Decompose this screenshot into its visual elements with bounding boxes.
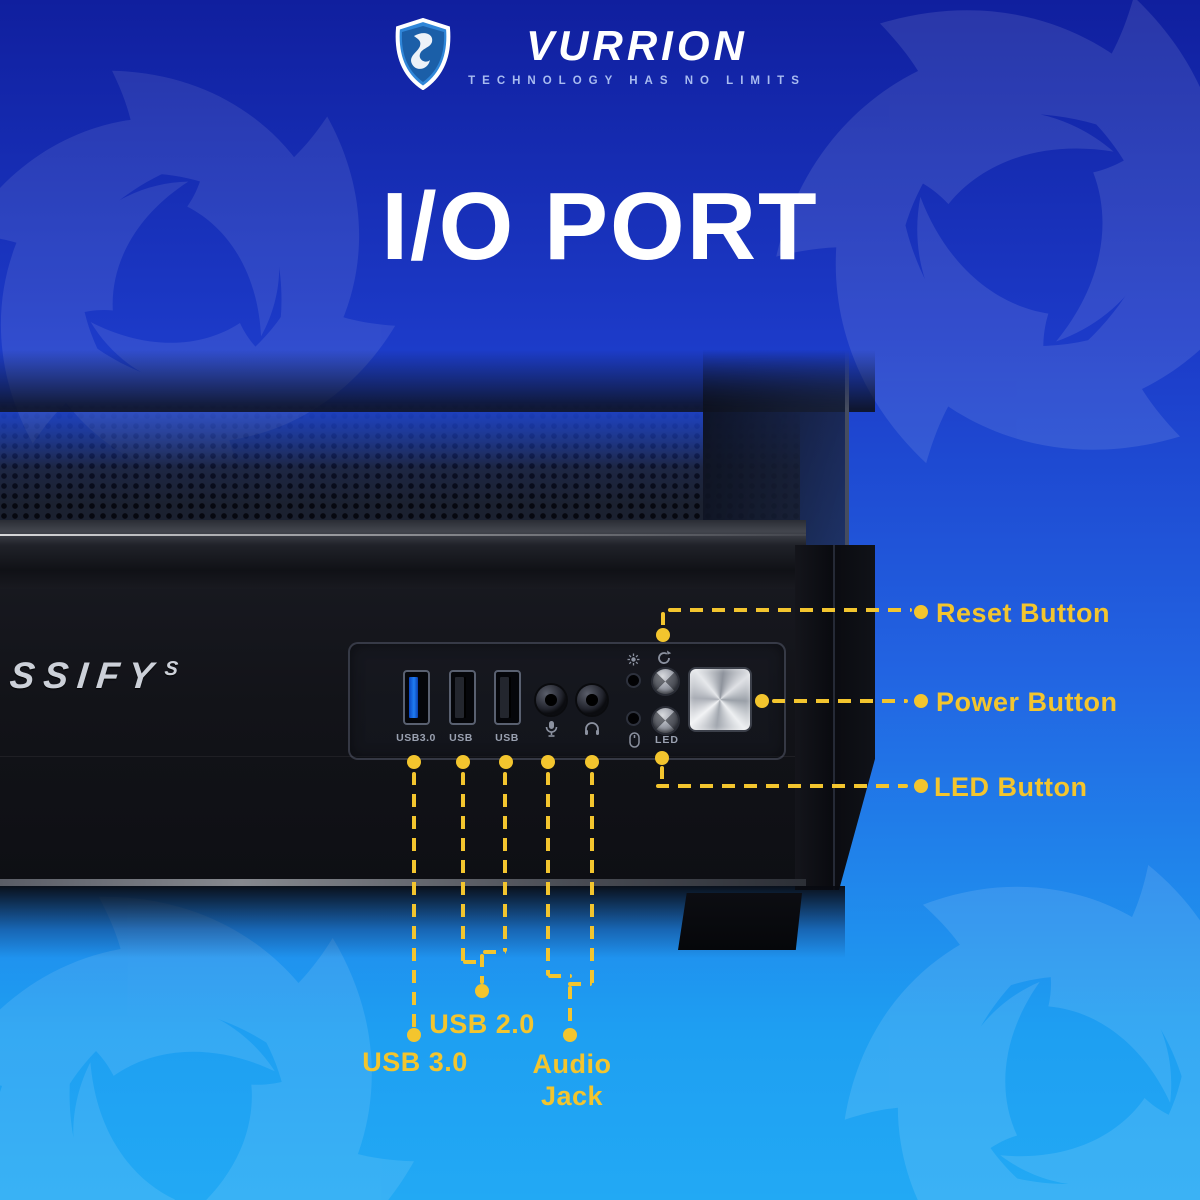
callout-line-audio-stem [568, 986, 572, 1028]
callout-line-reset-stub [661, 612, 665, 628]
callout-line-usb2a-elbow [463, 960, 485, 964]
usb2-port-2-label: USB [495, 732, 519, 744]
callout-label-power: Power Button [936, 687, 1118, 717]
callout-line-usb2b [503, 772, 507, 952]
dragon-shield-icon [395, 18, 451, 90]
power-led-icon [627, 653, 640, 666]
io-panel: USB3.0 USB USB [348, 642, 786, 760]
usb2-port-1 [449, 670, 476, 725]
usb3-port [403, 670, 430, 725]
case-model-branding: SSIFYS [7, 655, 180, 696]
callout-line-led [656, 784, 908, 788]
power-button [690, 669, 750, 730]
callout-dot-power-label [914, 694, 928, 708]
callout-line-usb2a [461, 772, 465, 962]
callout-dot-reset-label [914, 605, 928, 619]
callout-label-audio: Audio Jack [497, 1048, 647, 1112]
case-foot [678, 893, 802, 950]
callout-line-mic [546, 772, 550, 976]
hdd-led-hole [628, 713, 639, 724]
led-button [653, 708, 678, 733]
callout-label-usb3: USB 3.0 [362, 1047, 468, 1077]
usb3-port-label: USB3.0 [396, 732, 436, 744]
callout-dot-usb2b-source [499, 755, 513, 769]
page-title: I/O PORT [381, 173, 819, 280]
callout-dot-led-label [914, 779, 928, 793]
usb2-port-2 [494, 670, 521, 725]
callout-dot-headphone-source [585, 755, 599, 769]
case-front-panel [0, 589, 806, 885]
brand-tagline: TECHNOLOGY HAS NO LIMITS [468, 74, 806, 87]
power-led-hole [628, 675, 639, 686]
panel-seam [0, 756, 806, 757]
callout-dot-led-source [655, 751, 669, 765]
reset-icon [658, 650, 672, 664]
case-front-top-edge [0, 520, 806, 590]
callout-line-usb2-stem [480, 954, 484, 984]
headphone-jack [577, 685, 607, 715]
callout-dot-power-source [755, 694, 769, 708]
corner-seam [833, 545, 835, 890]
callout-line-led-stub [660, 766, 664, 782]
hdd-led-icon [629, 732, 640, 748]
headphone-icon [585, 722, 599, 735]
mic-jack [536, 685, 566, 715]
usb3-tab [409, 677, 418, 718]
callout-dot-reset-source [656, 628, 670, 642]
case-right-corner [795, 545, 875, 890]
callout-line-power [772, 699, 908, 703]
callout-dot-mic-source [541, 755, 555, 769]
callout-line-usb3 [412, 772, 416, 1028]
callout-line-usb2b-elbow [483, 950, 506, 954]
callout-dot-usb2-label [475, 984, 489, 998]
callout-label-usb2: USB 2.0 [429, 1009, 535, 1039]
callout-label-reset: Reset Button [936, 598, 1110, 628]
callout-label-led: LED Button [934, 772, 1088, 802]
callout-label-audio-line1: Audio [532, 1049, 612, 1079]
mic-icon [545, 721, 558, 737]
usb2-port-1-label: USB [449, 732, 473, 744]
brand-header: VURRION TECHNOLOGY HAS NO LIMITS [0, 18, 1200, 90]
callout-line-reset [668, 608, 912, 612]
callout-dot-usb3-label [407, 1028, 421, 1042]
callout-dot-audio-label [563, 1028, 577, 1042]
callout-dot-usb3-source [407, 755, 421, 769]
case-bottom-edge [0, 879, 806, 886]
brand-name: VURRION [526, 21, 748, 69]
callout-label-audio-line2: Jack [540, 1081, 604, 1111]
case-mesh-top-panel [0, 402, 800, 538]
reset-button [653, 669, 678, 694]
callout-line-headphone [590, 772, 594, 984]
callout-dot-usb2a-source [456, 755, 470, 769]
led-button-label: LED [655, 734, 679, 746]
callout-line-headphone-elbow [568, 982, 592, 986]
callout-line-mic-elbow [548, 974, 572, 978]
